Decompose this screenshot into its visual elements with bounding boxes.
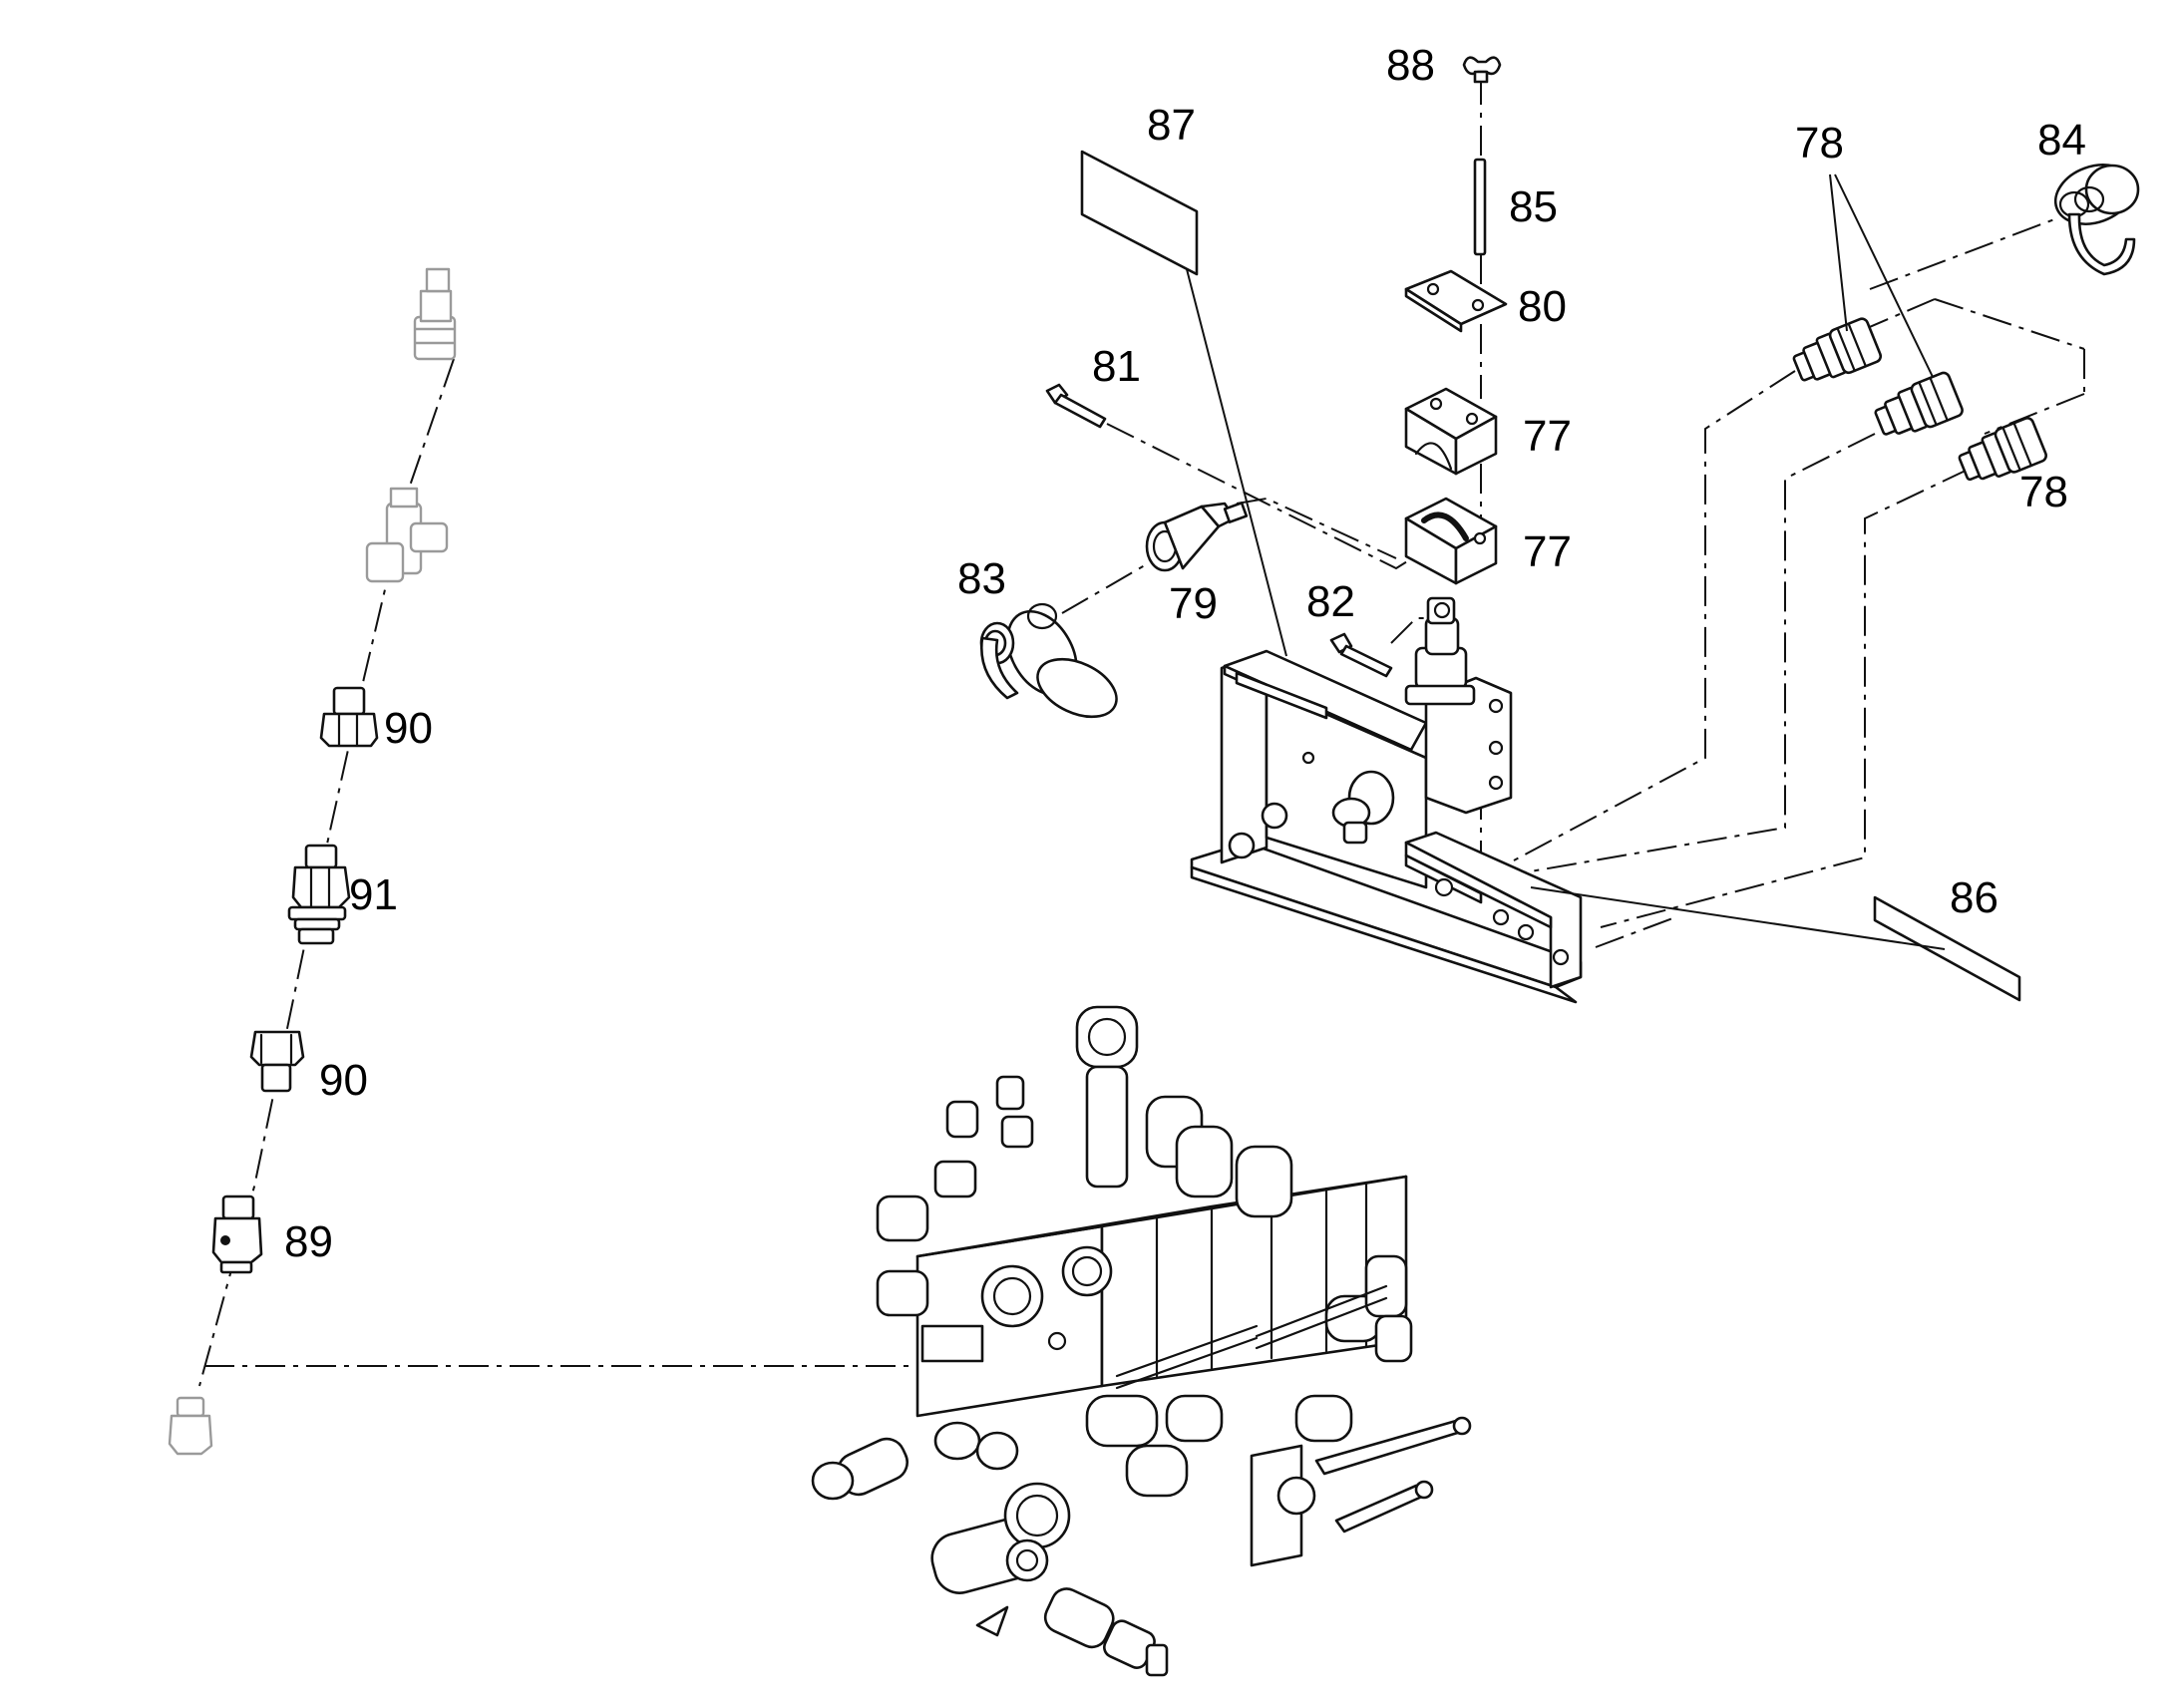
quick-coupling-79 [1145,502,1249,572]
callout-87: 87 [1147,101,1196,150]
adapter-90-upper [319,686,379,748]
leader-78-upper [1829,173,1934,378]
callout-77-lower: 77 [1523,527,1572,576]
dust-cap-84 [2053,164,2140,276]
callout-88: 88 [1386,41,1435,90]
plate-80 [1404,269,1508,333]
callout-82: 82 [1306,577,1355,626]
coupling-78-a [1792,317,1883,382]
clamp-half-77-upper [1404,387,1498,476]
mounting-bracket [1190,596,1583,1004]
union-89 [211,1195,263,1274]
coupling-78-b [1874,371,1964,436]
clamp-half-77-lower [1404,497,1498,585]
callout-83: 83 [957,554,1006,603]
label-strip-86 [1530,886,2021,1002]
callout-84: 84 [2037,116,2086,165]
bolt-82 [1329,632,1393,678]
assembly-centerlines [198,75,2085,1387]
bolt-81 [1045,383,1107,429]
coupling-78-c [1958,417,2047,482]
callout-91: 91 [349,870,398,919]
callout-78-upper: 78 [1795,119,1844,168]
wing-nut-88 [1462,56,1502,84]
ghost-tee-fitting [365,487,449,583]
callout-81: 81 [1092,342,1141,391]
callout-labels: 88 87 85 80 81 77 77 83 79 82 78 78 84 8… [284,41,2086,1266]
adapter-90-lower [249,1030,305,1093]
callout-90-upper: 90 [384,704,433,753]
callout-80: 80 [1518,282,1567,331]
callout-90-lower: 90 [319,1056,368,1105]
control-valve-block [811,1005,1472,1677]
callout-85: 85 [1509,182,1558,231]
pressure-switch-91 [287,844,351,945]
ghost-fitting-bottom [168,1396,213,1456]
callout-89: 89 [284,1217,333,1266]
callout-79: 79 [1169,579,1218,628]
callout-78-lower: 78 [2019,468,2068,516]
callout-86: 86 [1950,873,1998,922]
rod-85 [1473,158,1487,256]
ghost-hose-end-top [413,267,457,361]
dust-cap-83 [979,602,1118,719]
callout-77-upper: 77 [1523,412,1572,461]
label-plate-87 [1080,150,1287,657]
